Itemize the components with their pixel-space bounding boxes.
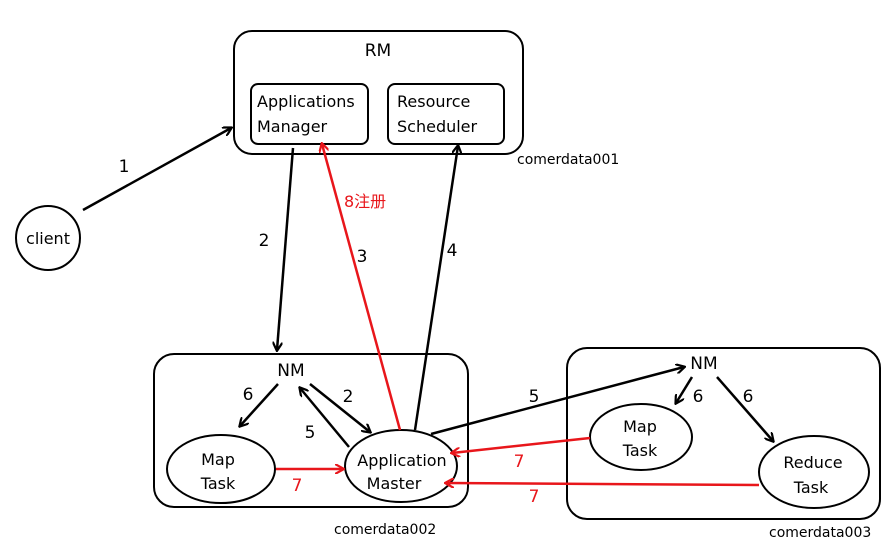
arrow-5-am-to-nm3 [430,367,684,436]
applications-manager-label-1: Applications [257,92,355,111]
step-6-nm3-reduce-label: 6 [743,387,754,407]
step-7-reduce-to-am-label: 7 [529,487,540,507]
node3-reduce-task-label-2: Task [793,478,829,497]
resource-scheduler-box [387,83,505,145]
arrow-7-map3-to-am [452,436,591,453]
arrow-6-nm-to-map [240,383,279,426]
step-5-am-to-nm-label: 5 [305,423,316,443]
application-master-label-1: Application [357,451,446,470]
applications-manager-label-2: Manager [257,117,328,136]
node2-map-task-label-1: Map [201,450,235,469]
node3-map-task-label-1: Map [623,417,657,436]
rm-title: RM [365,41,391,61]
step-8-register-label: 8注册 [344,192,386,211]
resource-scheduler-label-1: Resource [397,92,470,111]
node3-map-task [589,403,693,471]
arrow-5-am-to-nm [300,388,350,448]
step-6-left-label: 6 [243,385,254,405]
arrow-6-nm3-to-reduce [716,376,773,441]
node2-map-task-label-2: Task [200,474,236,493]
client-label: client [26,229,70,248]
node3-nm-label: NM [690,354,717,374]
step-5-am-to-nm3-label: 5 [529,387,540,407]
arrow-4-am-to-scheduler [413,146,458,431]
arrow-1-client-to-rm [82,128,231,212]
arrow-6-nm3-to-map [676,376,694,403]
step-4-label: 4 [447,241,458,261]
resource-scheduler-label-2: Scheduler [397,117,478,136]
applications-manager-box [250,83,369,145]
client-node [15,205,81,271]
rm-host-label: comerdata001 [517,152,619,168]
node3-map-task-label-2: Task [622,441,658,460]
step-1-label: 1 [119,157,130,177]
step-6-nm3-map-label: 6 [693,387,704,407]
step-7-map3-to-am-label: 7 [514,452,525,472]
arrow-2-rm-to-nm [277,147,295,350]
step-7-map-to-am-label: 7 [292,476,303,496]
node3-host-label: comerdata003 [769,525,871,541]
node2-nm-label: NM [277,361,304,381]
step-2-rm-to-nm-label: 2 [259,231,270,251]
node3-reduce-task-label-1: Reduce [783,453,842,472]
arrow-2-nm-to-am [309,383,370,432]
arrow-3-8-am-register [322,144,402,431]
application-master-node [344,429,458,503]
step-2-nm-to-am-label: 2 [343,387,354,407]
step-3-label: 3 [357,247,368,267]
node2-map-task [166,434,276,504]
application-master-label-2: Master [367,474,422,493]
arrow-7-reduce-to-am [446,483,760,485]
node2-host-label: comerdata002 [334,522,436,538]
node3-reduce-task [758,435,870,509]
